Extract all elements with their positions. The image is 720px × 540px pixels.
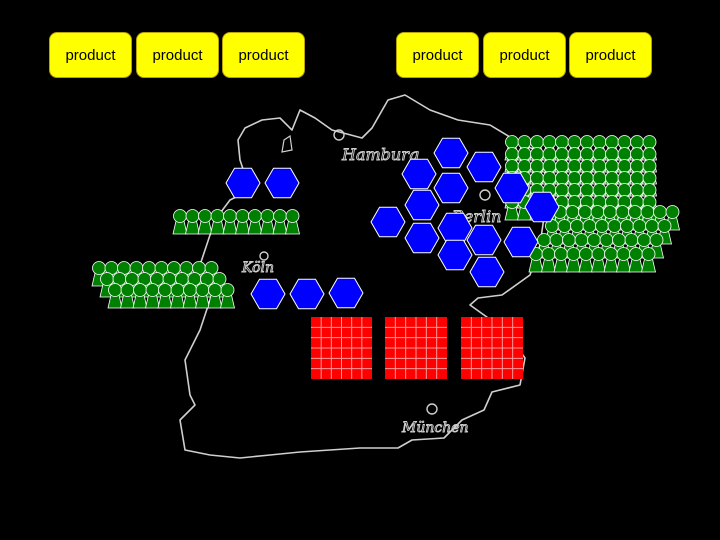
blue-hexagon-icon bbox=[433, 172, 469, 204]
green-person-icon bbox=[222, 209, 238, 235]
muenchen-marker bbox=[426, 403, 438, 415]
blue-hexagon-icon bbox=[328, 277, 364, 309]
blue-hexagon-icon bbox=[437, 212, 473, 244]
product-box-2: product bbox=[136, 32, 219, 78]
green-person-icon bbox=[182, 283, 198, 309]
green-person-icon bbox=[615, 247, 632, 273]
blue-hexagon-icon bbox=[437, 239, 473, 271]
green-person-icon bbox=[184, 209, 201, 235]
blue-hexagon-icon bbox=[404, 189, 440, 221]
product-box-1: product bbox=[49, 32, 132, 78]
koeln-marker bbox=[259, 251, 269, 261]
green-person-icon bbox=[197, 209, 213, 235]
blue-hexagon-icon bbox=[466, 224, 502, 256]
city-label-koeln: Köln bbox=[241, 260, 274, 276]
blue-hexagon-icon bbox=[494, 172, 530, 204]
green-person-icon bbox=[553, 247, 569, 273]
green-person-icon bbox=[132, 283, 148, 309]
blue-hexagon-icon bbox=[250, 278, 286, 310]
green-person-icon bbox=[578, 247, 594, 273]
product-box-6: product bbox=[569, 32, 652, 78]
red-grid-block bbox=[385, 317, 447, 379]
hamburg-marker bbox=[333, 129, 345, 141]
berlin-marker bbox=[479, 189, 491, 201]
blue-hexagon-icon bbox=[225, 167, 261, 199]
green-person-icon bbox=[272, 209, 288, 235]
green-person-icon bbox=[157, 283, 173, 309]
city-label-muenchen: München bbox=[401, 420, 469, 436]
product-box-3: product bbox=[222, 32, 305, 78]
green-person-icon bbox=[207, 283, 223, 309]
green-person-icon bbox=[603, 247, 619, 273]
green-person-icon bbox=[172, 209, 188, 235]
blue-hexagon-icon bbox=[466, 151, 502, 183]
green-person-icon bbox=[234, 209, 251, 235]
green-person-icon bbox=[640, 247, 657, 273]
green-person-icon bbox=[590, 247, 607, 273]
green-person-icon bbox=[284, 209, 301, 235]
blue-hexagon-icon bbox=[404, 222, 440, 254]
blue-hexagon-icon bbox=[264, 167, 300, 199]
green-person-icon bbox=[194, 283, 211, 309]
city-label-hamburg: Hamburg bbox=[341, 145, 419, 164]
red-grid-block bbox=[461, 317, 523, 379]
green-person-icon bbox=[144, 283, 161, 309]
product-box-4: product bbox=[396, 32, 479, 78]
blue-hexagon-icon bbox=[469, 256, 505, 288]
green-person-icon bbox=[540, 247, 557, 273]
blue-hexagon-icon bbox=[524, 191, 560, 223]
blue-hexagon-icon bbox=[370, 206, 406, 238]
product-box-5: product bbox=[483, 32, 566, 78]
green-person-icon bbox=[219, 283, 236, 309]
green-person-icon bbox=[247, 209, 263, 235]
red-grid-block bbox=[311, 317, 372, 379]
green-person-icon bbox=[119, 283, 136, 309]
green-person-icon bbox=[209, 209, 226, 235]
blue-hexagon-icon bbox=[289, 278, 325, 310]
blue-hexagon-icon bbox=[401, 158, 437, 190]
green-person-icon bbox=[628, 247, 644, 273]
blue-hexagon-icon bbox=[433, 137, 469, 169]
green-person-icon bbox=[259, 209, 276, 235]
green-person-icon bbox=[565, 247, 582, 273]
green-person-icon bbox=[656, 219, 673, 245]
blue-hexagon-icon bbox=[503, 226, 539, 258]
